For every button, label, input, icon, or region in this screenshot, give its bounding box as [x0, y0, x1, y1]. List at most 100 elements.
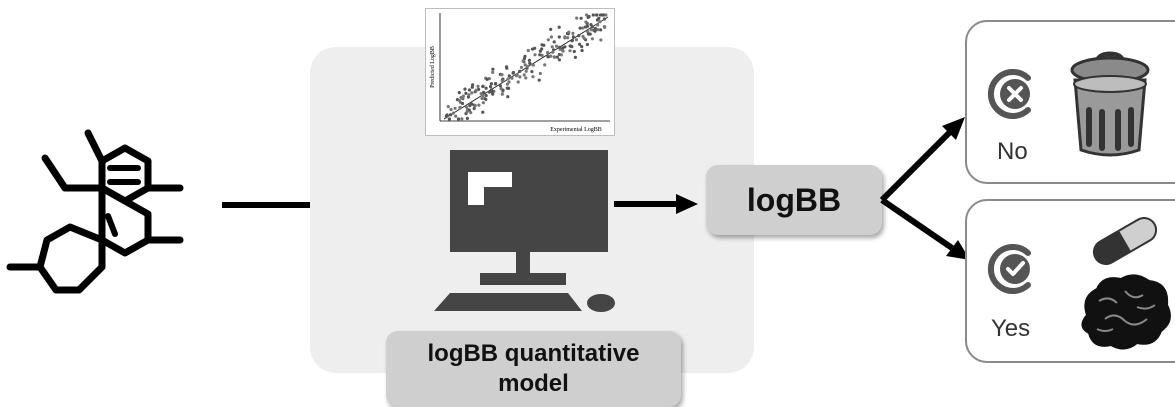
scatter-point [498, 84, 502, 88]
scatter-point [468, 104, 472, 108]
scatter-point [484, 86, 488, 90]
scatter-point [526, 48, 530, 53]
scatter-point [476, 84, 480, 88]
scatter-point [603, 25, 607, 29]
scatter-point [601, 13, 605, 17]
scatter-point [578, 26, 582, 30]
scatter-point [567, 30, 571, 34]
scatter-point [484, 93, 488, 98]
scatter-point [557, 58, 561, 62]
scatter-point [454, 114, 458, 118]
scatter-point [491, 67, 495, 71]
outcome-yes-label: Yes [991, 315, 1031, 342]
scatter-point [533, 53, 537, 57]
scatter-plot: Predicted LogBB Experimental LogBB [425, 8, 615, 136]
pill-icon [1092, 217, 1158, 265]
scatter-point [505, 86, 509, 90]
scatter-point [571, 31, 575, 35]
scatter-point [465, 116, 469, 120]
scatter-point [551, 48, 556, 52]
scatter-point [575, 16, 579, 20]
scatter-point [554, 44, 559, 48]
scatter-point [447, 117, 451, 121]
scatter-point [458, 105, 462, 109]
scatter-point [546, 38, 550, 42]
scatter-point [546, 50, 550, 55]
scatter-point [510, 76, 514, 80]
scatter-point [491, 70, 495, 74]
scatter-point [593, 26, 597, 31]
scatter-point [473, 104, 477, 108]
scatter-point [516, 80, 520, 84]
scatter-point [467, 88, 472, 92]
scatter-point [570, 39, 574, 43]
scatter-point [549, 35, 553, 39]
scatter-point [514, 74, 518, 78]
scatter-point [465, 110, 469, 114]
scatter-point [470, 91, 474, 95]
scatter-point [595, 18, 599, 22]
scatter-point [463, 87, 467, 91]
scatter-point [531, 75, 535, 79]
scatter-point [472, 106, 476, 111]
scatter-point [538, 71, 542, 76]
check-circle-icon [987, 244, 1031, 294]
scatter-point [460, 117, 464, 121]
model-label: logBB quantitative model [386, 331, 681, 407]
scatter-point [523, 54, 527, 59]
scatter-point [518, 75, 522, 79]
scatter-point [580, 45, 584, 49]
scatter-point [538, 53, 542, 57]
scatter-point [500, 92, 504, 96]
scatter-point [549, 27, 553, 31]
scatter-point [588, 32, 592, 36]
scatter-point [568, 44, 572, 48]
scatter-point [595, 13, 599, 17]
scatter-point [546, 55, 550, 59]
scatter-point [507, 74, 511, 78]
logbb-output-box: logBB [706, 165, 882, 235]
scatter-point [467, 108, 471, 112]
scatter-point [596, 28, 600, 32]
outcome-no-label: No [997, 138, 1028, 165]
scatter-point [555, 55, 559, 59]
scatter-point [489, 82, 493, 86]
scatter-ylabel: Predicted LogBB [430, 46, 436, 88]
scatter-point [474, 88, 478, 92]
scatter-point [469, 111, 473, 115]
outcome-no-card: No [965, 20, 1175, 184]
scatter-point [457, 99, 462, 103]
scatter-point [477, 103, 481, 107]
scatter-point [527, 58, 531, 63]
scatter-point [589, 28, 593, 32]
scatter-point [518, 69, 522, 73]
scatter-point [537, 78, 541, 82]
scatter-point [581, 26, 585, 30]
trash-can-icon [1070, 51, 1150, 157]
scatter-point [577, 34, 581, 38]
scatter-point [585, 13, 589, 17]
scatter-point [572, 49, 576, 54]
scatter-point [500, 73, 504, 77]
scatter-point [579, 16, 583, 20]
scatter-point [563, 35, 567, 39]
scatter-point [553, 55, 557, 59]
scatter-point [531, 63, 535, 67]
scatter-point [540, 43, 544, 47]
arrow-to-no [879, 127, 955, 203]
branch-arrows [879, 117, 970, 260]
scatter-point [604, 13, 608, 17]
scatter-point [602, 17, 607, 21]
scatter-point [557, 35, 561, 39]
scatter-point [552, 40, 556, 44]
scatter-point [481, 101, 485, 105]
scatter-point [461, 96, 465, 100]
scatter-point [530, 47, 535, 51]
scatter-point [598, 20, 602, 24]
scatter-point [499, 87, 503, 91]
scatter-point [481, 84, 485, 89]
scatter-point [494, 81, 498, 86]
scatter-point [471, 83, 475, 87]
outcome-yes-card: Yes [965, 199, 1175, 363]
scatter-point [584, 20, 588, 24]
